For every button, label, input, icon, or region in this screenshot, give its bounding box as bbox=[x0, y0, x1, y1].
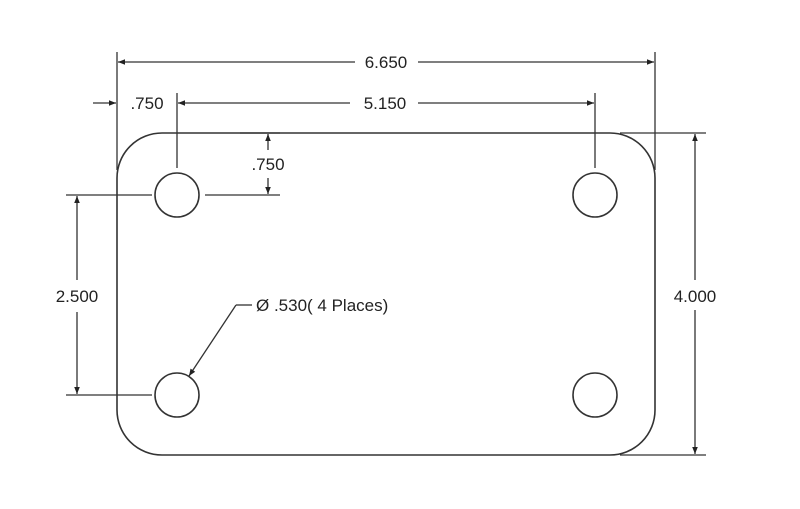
hole-spacing-x-label: 5.150 bbox=[364, 94, 407, 113]
extension-lines bbox=[66, 52, 706, 456]
dim-hole-spacing-x: 5.150 bbox=[178, 94, 594, 113]
dim-edge-offset-x: .750 bbox=[93, 94, 164, 113]
hole-callout-label: Ø .530( 4 Places) bbox=[256, 296, 388, 315]
plate-outline bbox=[116, 132, 656, 456]
dim-overall-height: 4.000 bbox=[674, 134, 717, 454]
overall-height-label: 4.000 bbox=[674, 287, 717, 306]
edge-offset-x-label: .750 bbox=[130, 94, 163, 113]
edge-offset-y-label: .750 bbox=[251, 155, 284, 174]
hole-top-left bbox=[154, 172, 200, 218]
dim-edge-offset-y: .750 bbox=[251, 134, 285, 194]
overall-width-label: 6.650 bbox=[365, 53, 408, 72]
hole-callout: Ø .530( 4 Places) bbox=[188, 296, 388, 377]
hole-top-right bbox=[572, 172, 618, 218]
dim-overall-width: 6.650 bbox=[118, 53, 654, 72]
dim-hole-spacing-y: 2.500 bbox=[56, 196, 99, 394]
hole-spacing-y-label: 2.500 bbox=[56, 287, 99, 306]
hole-bottom-left bbox=[154, 372, 200, 418]
hole-bottom-right bbox=[572, 372, 618, 418]
